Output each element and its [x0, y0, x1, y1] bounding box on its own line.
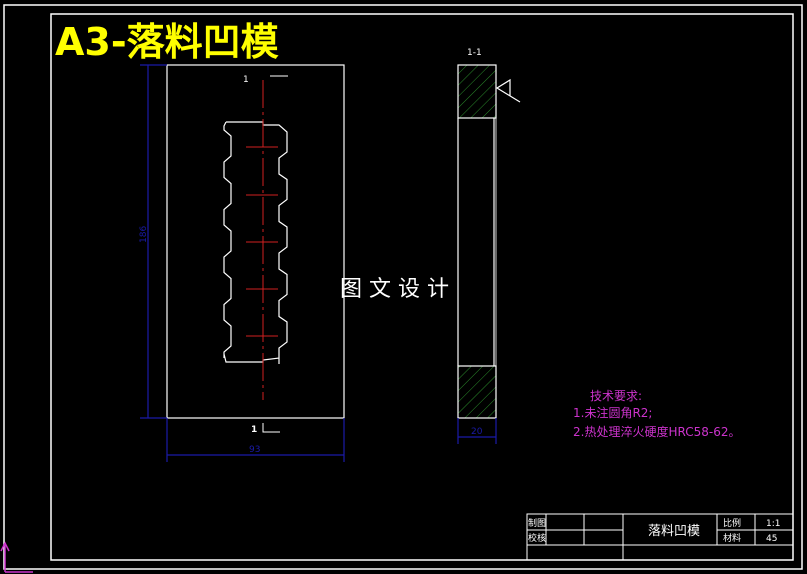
tech-requirement-2: 2.热处理淬火硬度HRC58-62。 — [573, 424, 740, 439]
die-cavity-outline — [223, 121, 288, 364]
inner-frame — [50, 13, 794, 561]
tech-requirements-heading: 技术要求: — [590, 389, 642, 403]
drawn-by-label: 制图 — [528, 517, 546, 529]
section-arrow-bottom — [262, 423, 280, 433]
section-mark-bottom: 1 — [251, 425, 257, 435]
ucs-axis-icon — [0, 541, 33, 573]
section-mark-top: 1 — [243, 75, 249, 85]
scale-value: 1:1 — [766, 519, 780, 529]
die-plate-front-view — [166, 64, 345, 419]
dimension-thickness: 20 — [471, 427, 483, 437]
outer-frame — [3, 4, 803, 570]
surface-roughness-symbol — [495, 78, 521, 103]
dimension-lines — [140, 64, 497, 462]
dimension-width: 93 — [249, 445, 260, 455]
material-value: 45 — [766, 534, 777, 544]
scale-label: 比例 — [723, 517, 741, 529]
section-hatch-bottom — [457, 365, 497, 419]
dimension-height: 186 — [139, 226, 149, 243]
material-label: 材料 — [723, 532, 741, 544]
tech-requirement-1: 1.未注圆角R2; — [573, 405, 652, 420]
section-hatch-top — [457, 64, 497, 119]
centerlines — [246, 80, 278, 400]
section-view-label: 1-1 — [467, 48, 482, 58]
drawing-title: A3-落料凹模 — [55, 20, 279, 64]
part-name: 落料凹模 — [648, 524, 700, 539]
checked-by-label: 校核 — [528, 532, 546, 544]
title-block — [526, 513, 794, 561]
watermark-text: 图 文 设 计 — [340, 277, 449, 302]
